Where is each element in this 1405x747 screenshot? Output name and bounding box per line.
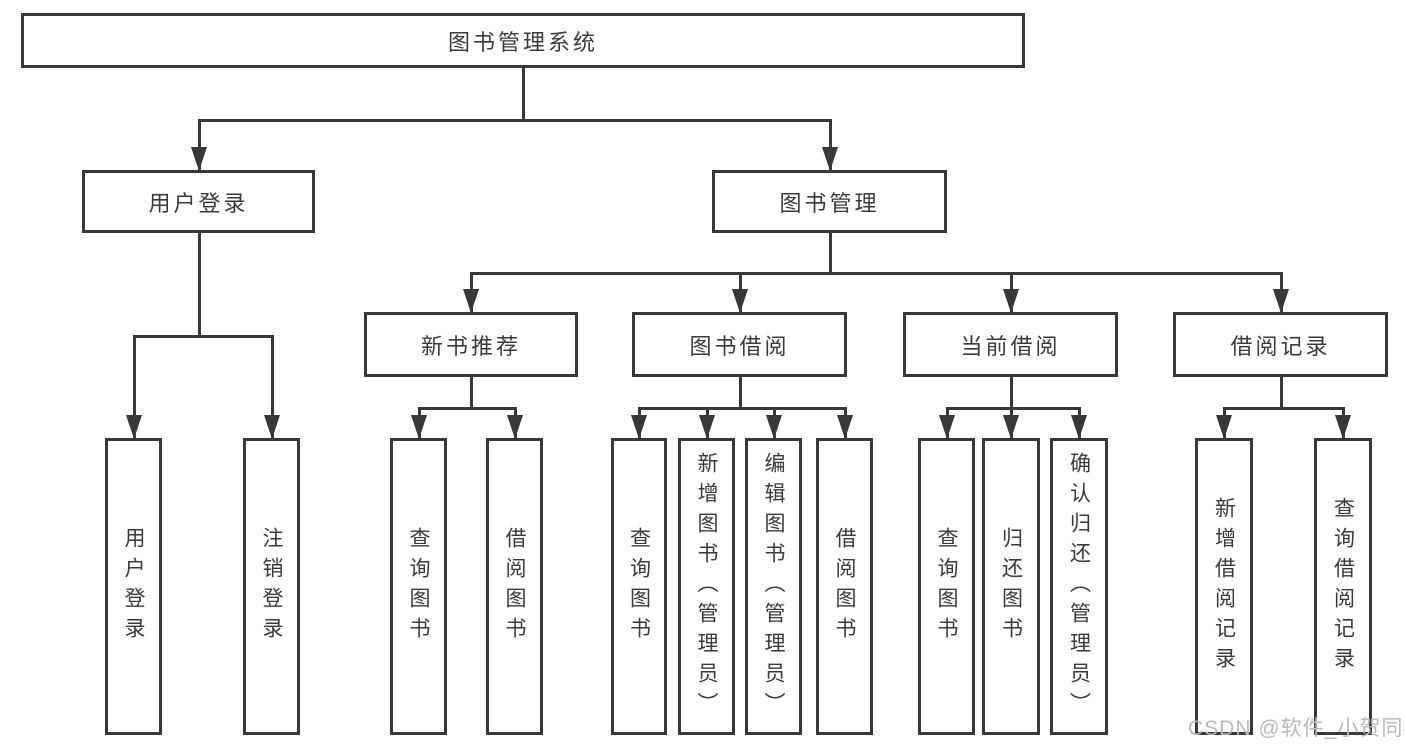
node-book-borrowing: 图书借阅 (632, 312, 847, 377)
node-label-query-books-current: 查询图书 (935, 526, 958, 647)
arrow-down-icon-user-login-leaf (126, 415, 142, 439)
node-label-borrowing-records: 借阅记录 (1230, 333, 1331, 359)
connector-drop-user-login-leaf (133, 335, 136, 438)
connector-stem-new-book-recommend (470, 377, 473, 410)
node-label-add-books-admin: 新增图书（管理员） (695, 451, 718, 722)
connector-bar-book-management (470, 272, 1283, 275)
arrow-down-icon-query-books-borrowing (631, 415, 647, 439)
node-library-system: 图书管理系统 (21, 13, 1025, 68)
node-label-query-books-borrowing: 查询图书 (627, 526, 651, 647)
node-edit-books-admin: 编辑图书（管理员） (745, 438, 802, 735)
node-label-library-system: 图书管理系统 (447, 29, 598, 55)
node-query-books-recommend: 查询图书 (390, 438, 447, 735)
arrow-down-icon-add-borrow-record (1216, 415, 1232, 439)
node-label-return-books: 归还图书 (999, 526, 1023, 647)
connector-drop-book-management (829, 119, 832, 170)
arrow-down-icon-book-borrowing (732, 289, 748, 313)
node-label-book-borrowing: 图书借阅 (689, 333, 790, 359)
connector-stem-book-management (829, 233, 832, 275)
node-label-add-borrow-record: 新增借阅记录 (1212, 496, 1236, 677)
arrow-down-icon-user-login (191, 147, 207, 171)
node-label-current-borrowing: 当前借阅 (960, 333, 1061, 359)
arrow-down-icon-query-books-recommend (411, 415, 427, 439)
arrow-down-icon-borrowing-records (1273, 289, 1289, 313)
node-label-confirm-return-admin: 确认归还（管理员） (1067, 451, 1091, 722)
arrow-down-icon-borrow-books-recommend (507, 415, 523, 439)
arrow-down-icon-book-management (822, 147, 838, 171)
connector-drop-logout-leaf (271, 335, 274, 438)
node-logout-leaf: 注销登录 (243, 438, 300, 735)
node-label-borrow-books-recommend: 借阅图书 (503, 526, 526, 647)
connector-stem-library-system (522, 68, 525, 122)
csdn-watermark: CSDN @软件_小贺同学 (1188, 717, 1405, 740)
node-confirm-return-admin: 确认归还（管理员） (1050, 438, 1108, 735)
node-label-new-book-recommend: 新书推荐 (420, 333, 521, 359)
node-label-borrow-books-leaf: 借阅图书 (833, 526, 856, 647)
node-add-borrow-record: 新增借阅记录 (1195, 438, 1253, 735)
arrow-down-icon-current-borrowing (1003, 289, 1019, 313)
arrow-down-icon-confirm-return-admin (1071, 415, 1087, 439)
connector-bar-new-book-recommend (418, 407, 517, 410)
connector-stem-borrowing-records (1280, 377, 1283, 410)
arrow-down-icon-add-books-admin (699, 415, 715, 439)
connector-bar-current-borrowing (946, 407, 1081, 410)
node-add-books-admin: 新增图书（管理员） (678, 438, 735, 735)
arrow-down-icon-logout-leaf (264, 415, 280, 439)
node-book-management: 图书管理 (712, 170, 947, 233)
node-query-books-borrowing: 查询图书 (611, 438, 667, 735)
node-user-login: 用户登录 (82, 170, 315, 233)
node-user-login-leaf: 用户登录 (105, 438, 162, 735)
node-return-books: 归还图书 (982, 438, 1040, 735)
connector-bar-user-login (133, 335, 274, 338)
node-query-books-current: 查询图书 (918, 438, 975, 735)
node-label-book-management: 图书管理 (779, 190, 880, 216)
connector-stem-user-login (198, 233, 201, 338)
node-new-book-recommend: 新书推荐 (364, 312, 578, 377)
connector-stem-current-borrowing (1010, 377, 1013, 410)
node-label-user-login: 用户登录 (148, 190, 249, 216)
arrow-down-icon-query-borrow-record (1335, 415, 1351, 439)
node-label-logout-leaf: 注销登录 (260, 526, 283, 647)
arrow-down-icon-new-book-recommend (463, 289, 479, 313)
node-label-query-borrow-record: 查询借阅记录 (1331, 496, 1355, 677)
connector-bar-borrowing-records (1223, 407, 1345, 410)
node-query-borrow-record: 查询借阅记录 (1314, 438, 1372, 735)
connector-bar-book-borrowing (638, 407, 847, 410)
arrow-down-icon-query-books-current (939, 415, 955, 439)
node-label-user-login-leaf: 用户登录 (122, 526, 145, 647)
node-label-edit-books-admin: 编辑图书（管理员） (762, 451, 785, 722)
arrow-down-icon-return-books (1003, 415, 1019, 439)
connector-bar-library-system (198, 119, 832, 122)
node-borrowing-records: 借阅记录 (1173, 312, 1388, 377)
connector-stem-book-borrowing (739, 377, 742, 410)
arrow-down-icon-borrow-books-leaf (837, 415, 853, 439)
node-borrow-books-recommend: 借阅图书 (486, 438, 543, 735)
node-current-borrowing: 当前借阅 (903, 312, 1118, 377)
node-label-query-books-recommend: 查询图书 (407, 526, 430, 647)
connector-drop-user-login (198, 119, 201, 170)
node-borrow-books-leaf: 借阅图书 (816, 438, 873, 735)
arrow-down-icon-edit-books-admin (766, 415, 782, 439)
